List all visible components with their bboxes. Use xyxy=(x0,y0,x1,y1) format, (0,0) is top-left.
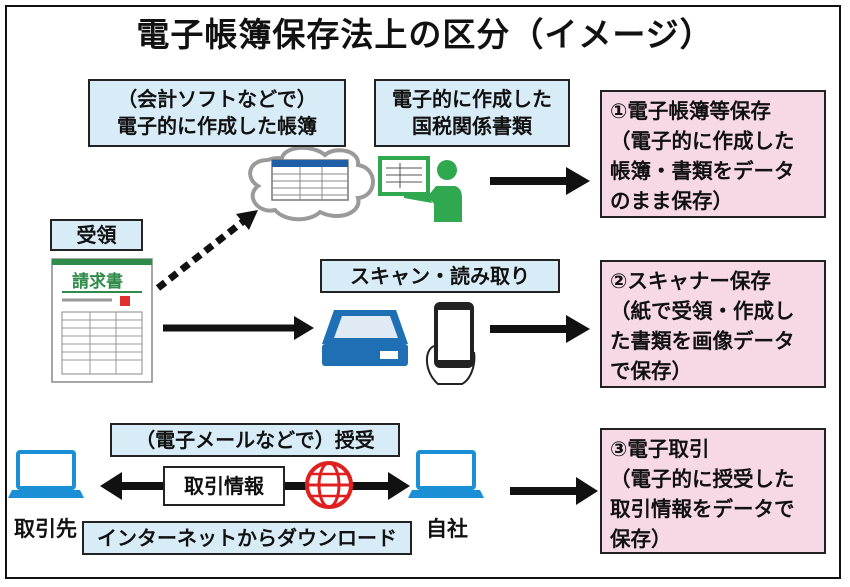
diagram-frame xyxy=(5,5,841,579)
smartphone-icon xyxy=(426,302,476,385)
label-internet-download: インターネットからダウンロード xyxy=(82,521,412,555)
label-electronic-docs: 電子的に作成した 国税関係書類 xyxy=(374,79,570,147)
globe-icon xyxy=(305,461,353,509)
label-email-exchange: （電子メールなどで）授受 xyxy=(110,423,400,457)
label-transaction-info: 取引情報 xyxy=(163,466,285,506)
label-received: 受領 xyxy=(50,219,143,251)
label-accounting-software: （会計ソフトなどで） 電子的に作成した帳簿 xyxy=(88,79,346,147)
invoice-icon: 請求書 xyxy=(51,258,153,383)
dotted-arrow xyxy=(155,217,248,291)
laptop-icon-left xyxy=(8,450,84,498)
right-arrows xyxy=(490,167,598,505)
laptop-icon-right xyxy=(408,450,484,498)
category-electronic-ledger: ①電子帳簿等保存 （電子的に作成した 帳簿・書類をデータ のまま保存） xyxy=(600,90,826,218)
label-own-company: 自社 xyxy=(426,517,468,541)
invoice-title: 請求書 xyxy=(72,271,123,292)
cloud-icon xyxy=(248,145,375,222)
presenter-icon xyxy=(378,156,462,222)
scanner-icon xyxy=(322,310,408,366)
category-scanner-storage: ②スキャナー保存 （紙で受領・作成し た書類を画像データ で保存） xyxy=(600,260,826,388)
category-electronic-transaction: ③電子取引 （電子的に授受した 取引情報をデータで 保存） xyxy=(600,428,826,554)
label-scan-read: スキャン・読み取り xyxy=(320,259,560,293)
label-counterparty: 取引先 xyxy=(14,517,77,541)
diagram-title: 電子帳簿保存法上の区分（イメージ） xyxy=(136,15,714,54)
